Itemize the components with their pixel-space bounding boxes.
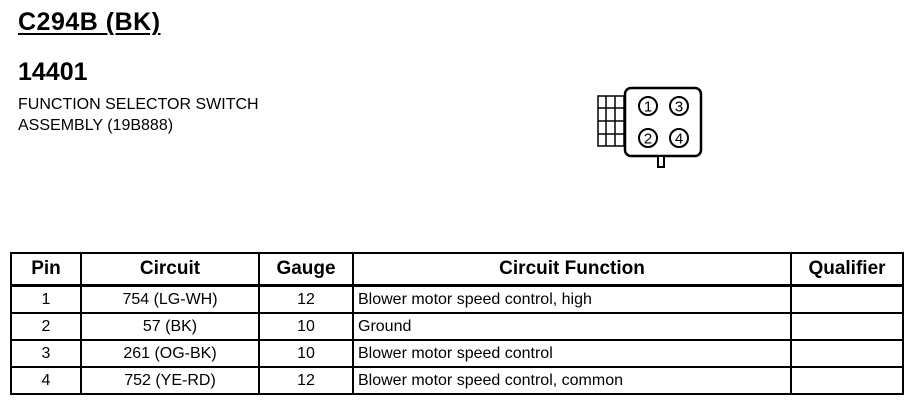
component-description: FUNCTION SELECTOR SWITCH ASSEMBLY (19B88… (18, 94, 259, 136)
cell-qualifier (790, 312, 904, 341)
cell-pin: 2 (10, 312, 82, 341)
connector-face-diagram: 1 2 3 4 (597, 86, 703, 168)
pin-cavity-4: 4 (669, 128, 689, 148)
cell-circuit: 752 (YE-RD) (80, 366, 260, 395)
cell-gauge: 10 (258, 339, 354, 368)
cell-gauge: 10 (258, 312, 354, 341)
table-row: 3 261 (OG-BK) 10 Blower motor speed cont… (10, 339, 904, 368)
cell-circuit: 754 (LG-WH) (80, 284, 260, 314)
cell-gauge: 12 (258, 366, 354, 395)
pin-cavity-3: 3 (669, 96, 689, 116)
cell-qualifier (790, 284, 904, 314)
header-gauge: Gauge (258, 252, 354, 287)
pin-cavity-1: 1 (638, 96, 658, 116)
table-header-row: Pin Circuit Gauge Circuit Function Quali… (10, 252, 904, 287)
cell-function: Blower motor speed control, common (352, 366, 792, 395)
connector-key-tab (657, 155, 665, 168)
cell-circuit: 57 (BK) (80, 312, 260, 341)
cell-pin: 4 (10, 366, 82, 395)
cell-function: Blower motor speed control (352, 339, 792, 368)
cell-function: Ground (352, 312, 792, 341)
description-line-1: FUNCTION SELECTOR SWITCH (18, 96, 259, 113)
part-number: 14401 (18, 58, 88, 86)
cell-pin: 3 (10, 339, 82, 368)
header-qualifier: Qualifier (790, 252, 904, 287)
header-circuit: Circuit (80, 252, 260, 287)
cell-qualifier (790, 366, 904, 395)
cell-pin: 1 (10, 284, 82, 314)
pin-label-3: 3 (675, 99, 683, 116)
cell-circuit: 261 (OG-BK) (80, 339, 260, 368)
table-row: 4 752 (YE-RD) 12 Blower motor speed cont… (10, 366, 904, 395)
connector-rib-block (597, 95, 625, 147)
pin-cavity-2: 2 (638, 128, 658, 148)
cell-gauge: 12 (258, 284, 354, 314)
pin-label-4: 4 (675, 131, 683, 148)
pin-label-1: 1 (644, 99, 652, 116)
pin-label-2: 2 (644, 131, 652, 148)
cell-function: Blower motor speed control, high (352, 284, 792, 314)
connector-title: C294B (BK) (18, 8, 161, 36)
pin-circuit-table: Pin Circuit Gauge Circuit Function Quali… (10, 252, 904, 395)
description-line-2: ASSEMBLY (19B888) (18, 117, 174, 134)
table-row: 1 754 (LG-WH) 12 Blower motor speed cont… (10, 284, 904, 314)
connector-housing (623, 86, 703, 158)
header-circuit-function: Circuit Function (352, 252, 792, 287)
table-row: 2 57 (BK) 10 Ground (10, 312, 904, 341)
header-pin: Pin (10, 252, 82, 287)
cell-qualifier (790, 339, 904, 368)
